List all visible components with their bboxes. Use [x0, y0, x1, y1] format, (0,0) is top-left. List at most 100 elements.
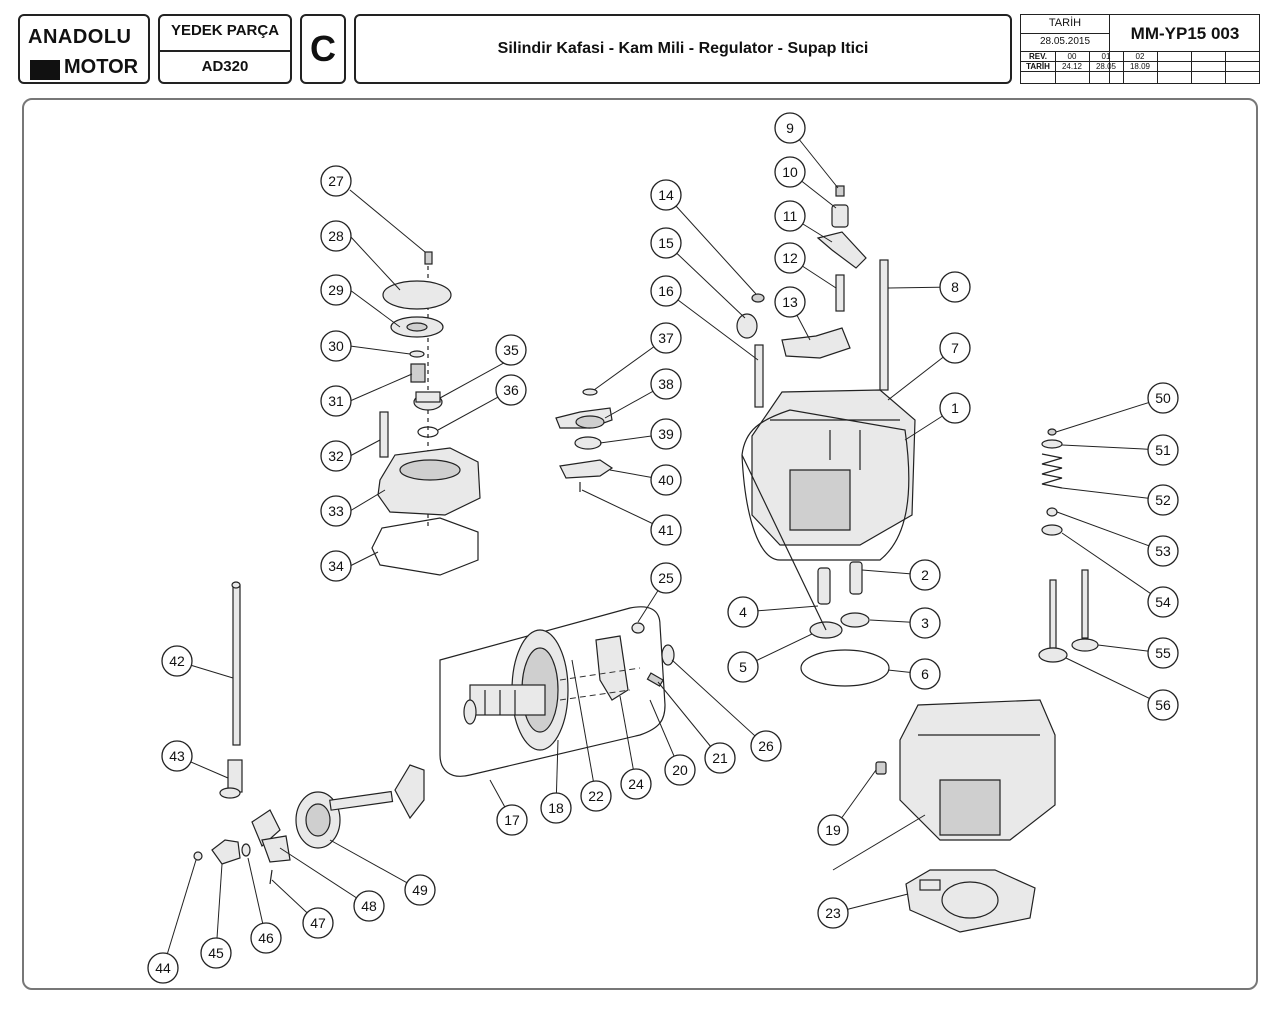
- callout-1: 1: [939, 392, 971, 424]
- svg-text:25: 25: [658, 570, 674, 586]
- svg-text:12: 12: [782, 250, 798, 266]
- brand-logo-block: [30, 60, 60, 80]
- svg-text:22: 22: [588, 788, 604, 804]
- regulator-cover-group: [371, 251, 481, 576]
- svg-text:11: 11: [783, 208, 798, 224]
- svg-text:9: 9: [786, 120, 794, 136]
- svg-text:28: 28: [328, 228, 344, 244]
- callout-29: 29: [320, 274, 352, 306]
- svg-text:39: 39: [658, 426, 674, 442]
- callout-9: 9: [774, 112, 806, 144]
- svg-text:3: 3: [921, 615, 929, 631]
- callout-2: 2: [909, 559, 941, 591]
- callout-31: 31: [320, 385, 352, 417]
- doc-number: MM-YP15 003: [1130, 24, 1240, 43]
- callout-6: 6: [909, 658, 941, 690]
- callout-3: 3: [909, 607, 941, 639]
- callout-53: 53: [1147, 535, 1179, 567]
- callout-19: 19: [817, 814, 849, 846]
- callout-49: 49: [404, 874, 436, 906]
- svg-text:35: 35: [503, 342, 519, 358]
- callout-54: 54: [1147, 586, 1179, 618]
- callout-15: 15: [650, 227, 682, 259]
- svg-text:1: 1: [951, 400, 959, 416]
- date-label: TARİH: [1048, 17, 1082, 29]
- svg-text:40: 40: [658, 472, 674, 488]
- callout-44: 44: [147, 952, 179, 984]
- svg-text:2: 2: [921, 567, 929, 583]
- svg-text:55: 55: [1155, 645, 1171, 661]
- brand-name-line2: MOTOR: [64, 56, 139, 78]
- svg-text:27: 27: [328, 173, 344, 189]
- callout-24: 24: [620, 768, 652, 800]
- callout-50: 50: [1147, 382, 1179, 414]
- callout-4: 4: [727, 596, 759, 628]
- callout-38: 38: [650, 368, 682, 400]
- callout-7: 7: [939, 332, 971, 364]
- svg-text:17: 17: [504, 812, 520, 828]
- svg-text:13: 13: [782, 294, 798, 310]
- svg-text:47: 47: [310, 915, 326, 931]
- callout-10: 10: [774, 156, 806, 188]
- svg-text:52: 52: [1155, 492, 1171, 508]
- rev-date: 24.12: [1061, 62, 1083, 71]
- callout-43: 43: [161, 740, 193, 772]
- svg-text:41: 41: [658, 522, 674, 538]
- svg-text:42: 42: [169, 653, 185, 669]
- svg-text:38: 38: [658, 376, 674, 392]
- svg-text:51: 51: [1155, 442, 1171, 458]
- svg-text:8: 8: [951, 279, 959, 295]
- doc-date: 28.05.2015: [1039, 36, 1091, 47]
- svg-text:5: 5: [739, 659, 747, 675]
- svg-text:30: 30: [328, 338, 344, 354]
- callout-52: 52: [1147, 484, 1179, 516]
- svg-text:36: 36: [503, 382, 519, 398]
- svg-text:34: 34: [328, 558, 344, 574]
- part-label: YEDEK PARÇA: [170, 22, 280, 39]
- svg-text:18: 18: [548, 800, 564, 816]
- svg-text:37: 37: [658, 330, 674, 346]
- svg-text:4: 4: [739, 604, 747, 620]
- callout-39: 39: [650, 418, 682, 450]
- svg-text:26: 26: [758, 738, 774, 754]
- callout-55: 55: [1147, 637, 1179, 669]
- callout-17: 17: [496, 804, 528, 836]
- callout-56: 56: [1147, 689, 1179, 721]
- svg-text:32: 32: [328, 448, 344, 464]
- governor-shaft-group: [193, 581, 425, 885]
- valve-group: [1038, 428, 1099, 663]
- callout-41: 41: [650, 514, 682, 546]
- title-box: Silindir Kafasi - Kam Mili - Regulator -…: [354, 14, 1012, 84]
- svg-text:15: 15: [658, 235, 674, 251]
- svg-text:23: 23: [825, 905, 841, 921]
- callout-16: 16: [650, 275, 682, 307]
- svg-text:53: 53: [1155, 543, 1171, 559]
- callout-33: 33: [320, 495, 352, 527]
- callout-34: 34: [320, 550, 352, 582]
- svg-text:56: 56: [1155, 697, 1171, 713]
- svg-text:31: 31: [328, 393, 344, 409]
- camshaft-group: [439, 606, 675, 777]
- part-divider: [160, 50, 290, 52]
- svg-text:19: 19: [825, 822, 841, 838]
- rev-date: 18.09: [1129, 62, 1151, 71]
- rev-value: 00: [1067, 52, 1077, 61]
- callout-8: 8: [939, 271, 971, 303]
- callout-13: 13: [774, 286, 806, 318]
- part-info-box: YEDEK PARÇA AD320: [158, 14, 292, 84]
- callout-51: 51: [1147, 434, 1179, 466]
- callout-18: 18: [540, 792, 572, 824]
- callout-36: 36: [495, 374, 527, 406]
- callout-21: 21: [704, 742, 736, 774]
- callout-42: 42: [161, 645, 193, 677]
- revision-table: TARİH 28.05.2015 MM-YP15 003 REV. 00 01 …: [1020, 14, 1260, 84]
- callout-47: 47: [302, 907, 334, 939]
- callout-11: 11: [774, 200, 806, 232]
- svg-text:14: 14: [658, 187, 674, 203]
- svg-text:24: 24: [628, 776, 644, 792]
- svg-text:20: 20: [672, 762, 688, 778]
- page-title: Silindir Kafasi - Kam Mili - Regulator -…: [497, 40, 869, 57]
- callout-26: 26: [750, 730, 782, 762]
- callout-45: 45: [200, 937, 232, 969]
